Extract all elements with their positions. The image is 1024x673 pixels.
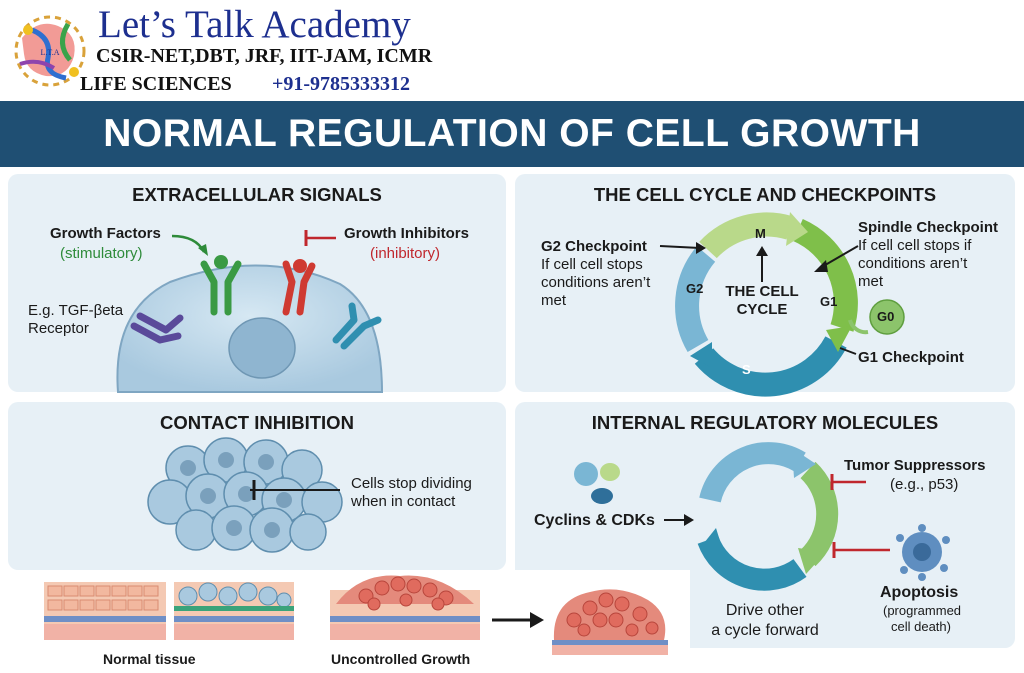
contact-title: CONTACT INHIBITION (160, 412, 354, 433)
phase-m-label: M (755, 226, 766, 241)
inhibitory-label: (inhibitory) (370, 245, 441, 262)
normal-tissue-label: Normal tissue (103, 651, 196, 667)
brand-logo: L.T.A (8, 8, 92, 94)
g2-checkpoint-label: G2 Checkpoint (541, 238, 647, 255)
spindle-checkpoint-label: Spindle Checkpoint (858, 219, 999, 236)
g2-checkpoint-desc2: conditions aren’t (541, 274, 651, 291)
cycle-center-line1: THE CELL (725, 283, 799, 300)
title-banner (0, 101, 1024, 167)
brand-subject: LIFE SCIENCES (80, 73, 232, 95)
example-receptor-line2: Receptor (28, 320, 89, 337)
apoptosis-label: Apoptosis (880, 584, 959, 601)
phase-g0-label: G0 (877, 309, 895, 324)
growth-inhibitors-label: Growth Inhibitors (344, 225, 469, 242)
uncontrolled-growth-label: Uncontrolled Growth (331, 651, 471, 667)
tumor-suppressors-label: Tumor Suppressors (844, 457, 986, 474)
cell-cycle-title: THE CELL CYCLE AND CHECKPOINTS (593, 184, 937, 205)
drive-line1: Drive other (725, 602, 805, 619)
cycle-center-line2: CYCLE (736, 301, 788, 318)
spindle-checkpoint-desc2: conditions aren’t (858, 255, 968, 272)
brand-exams: CSIR-NET,DBT, JRF, IIT-JAM, ICMR (96, 45, 433, 67)
g1-checkpoint-label: G1 Checkpoint (858, 349, 964, 366)
logo-mark: L.T.A (41, 48, 60, 57)
cyclins-cdks-label: Cyclins & CDKs (534, 512, 655, 529)
example-receptor-line1: E.g. TGF-βeta (28, 302, 124, 319)
extracellular-title: EXTRACELLULAR SIGNALS (132, 184, 382, 205)
panel-extracellular (8, 174, 506, 392)
phase-g1-label: G1 (820, 294, 838, 309)
g2-checkpoint-desc3: met (541, 292, 567, 309)
phase-g2-label: G2 (686, 281, 704, 296)
growth-factors-label: Growth Factors (50, 225, 161, 242)
academy-logo-icon: L.T.A (14, 15, 86, 87)
g2-checkpoint-desc1: If cell cell stops (541, 256, 643, 273)
apoptosis-desc2: cell death) (891, 619, 951, 634)
spindle-checkpoint-desc1: If cell cell stops if (858, 237, 972, 254)
phase-s-label: S (742, 362, 751, 377)
apoptosis-desc1: (programmed (883, 603, 962, 618)
stimulatory-label: (stimulatory) (60, 245, 143, 262)
page-title: NORMAL REGULATION OF CELL GROWTH (103, 112, 921, 155)
internal-title: INTERNAL REGULATORY MOLECULES (591, 412, 939, 433)
spindle-checkpoint-desc3: met (858, 273, 884, 290)
brand-phone: +91-9785333312 (272, 73, 411, 95)
tumor-suppressors-example: (e.g., p53) (890, 476, 959, 493)
drive-line2: a cycle forward (711, 622, 819, 639)
contact-desc1: Cells stop dividing (351, 475, 472, 492)
contact-desc2: when in contact (351, 493, 456, 510)
brand-title: Let’s Talk Academy (98, 3, 411, 46)
